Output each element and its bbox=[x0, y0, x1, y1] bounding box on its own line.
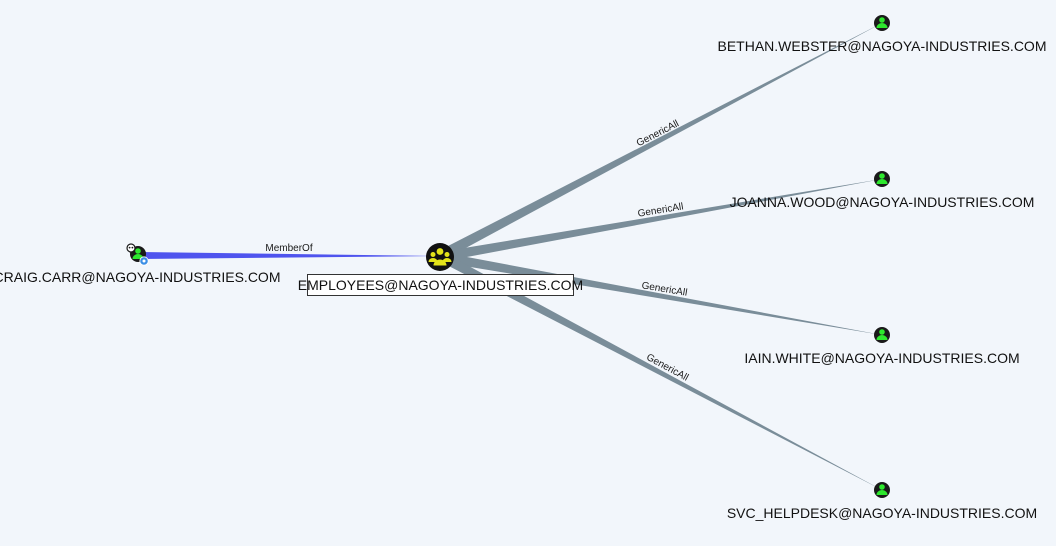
group-icon bbox=[426, 243, 454, 271]
edge-genericall-joanna[interactable]: GenericAll bbox=[439, 179, 882, 262]
edge-memberof-line[interactable] bbox=[140, 252, 440, 259]
node-label-craig: CRAIG.CARR@NAGOYA-INDUSTRIES.COM bbox=[0, 269, 280, 285]
node-joanna-wood[interactable]: JOANNA.WOOD@NAGOYA-INDUSTRIES.COM bbox=[730, 171, 1035, 210]
edge-memberof[interactable]: MemberOf bbox=[140, 243, 440, 259]
user-icon bbox=[874, 171, 890, 187]
user-icon bbox=[874, 327, 890, 343]
user-icon bbox=[874, 482, 890, 498]
edge-label-memberof: MemberOf bbox=[265, 243, 312, 254]
edge-genericall-iain[interactable]: GenericAll bbox=[439, 252, 882, 335]
edge-genericall-joanna-line[interactable] bbox=[439, 179, 882, 262]
node-label-joanna: JOANNA.WOOD@NAGOYA-INDUSTRIES.COM bbox=[730, 194, 1035, 210]
edge-genericall-bethan-line[interactable] bbox=[436, 23, 882, 261]
node-employees[interactable]: EMPLOYEES@NAGOYA-INDUSTRIES.COM bbox=[298, 243, 583, 296]
node-svc-helpdesk[interactable]: SVC_HELPDESK@NAGOYA-INDUSTRIES.COM bbox=[727, 482, 1037, 521]
node-label-employees: EMPLOYEES@NAGOYA-INDUSTRIES.COM bbox=[298, 277, 583, 293]
node-craig-carr[interactable]: CRAIG.CARR@NAGOYA-INDUSTRIES.COM bbox=[0, 243, 280, 285]
node-label-bethan: BETHAN.WEBSTER@NAGOYA-INDUSTRIES.COM bbox=[718, 38, 1047, 54]
edge-genericall-bethan[interactable]: GenericAll bbox=[436, 23, 882, 261]
user-icon bbox=[874, 15, 890, 31]
edge-genericall-svc-line[interactable] bbox=[436, 252, 882, 490]
node-iain-white[interactable]: IAIN.WHITE@NAGOYA-INDUSTRIES.COM bbox=[744, 327, 1020, 366]
node-label-highlight-box bbox=[307, 274, 574, 296]
node-label-svc: SVC_HELPDESK@NAGOYA-INDUSTRIES.COM bbox=[727, 505, 1037, 521]
skull-icon bbox=[126, 243, 136, 253]
node-bethan-webster[interactable]: BETHAN.WEBSTER@NAGOYA-INDUSTRIES.COM bbox=[718, 15, 1047, 54]
node-label-iain: IAIN.WHITE@NAGOYA-INDUSTRIES.COM bbox=[744, 350, 1019, 366]
target-icon bbox=[139, 256, 149, 266]
edge-genericall-iain-line[interactable] bbox=[439, 252, 882, 335]
